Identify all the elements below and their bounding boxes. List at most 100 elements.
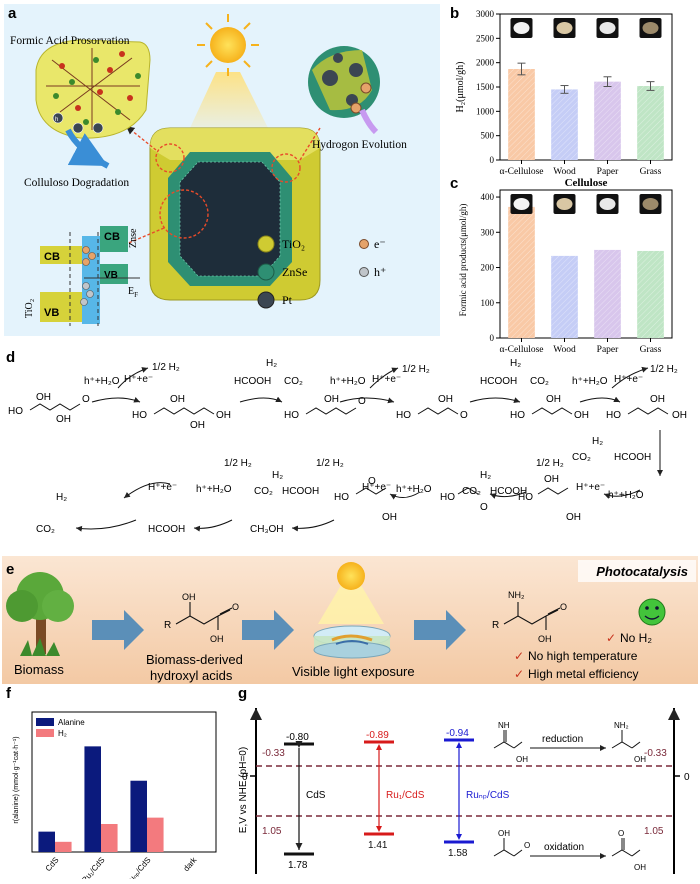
band-cb-right: CB xyxy=(104,231,120,243)
chart-b-xlabel: Cellulose xyxy=(565,177,608,189)
svg-text:H₂: H₂ xyxy=(510,358,521,369)
svg-text:H⁺+e⁻: H⁺+e⁻ xyxy=(614,374,643,385)
chart-f-legend-label: H₂ xyxy=(58,729,67,738)
svg-text:OH: OH xyxy=(538,634,552,644)
fermi-label: EF xyxy=(128,286,138,299)
svg-text:oxidation: oxidation xyxy=(544,842,584,853)
chart-f-category-label: Ruₙₚ/CdS xyxy=(123,856,152,879)
light-beam xyxy=(190,72,268,128)
svg-text:HO: HO xyxy=(334,492,349,503)
svg-text:1.41: 1.41 xyxy=(368,840,388,851)
chart-f-legend-label: Alanine xyxy=(58,718,85,727)
chart-c-sample-photo xyxy=(553,194,576,214)
svg-text:OH: OH xyxy=(190,420,205,431)
chart-c-bar-hatch xyxy=(637,250,664,338)
svg-text:-0.33: -0.33 xyxy=(644,748,667,759)
chart-c-category-label: Wood xyxy=(553,345,576,355)
tree-icon xyxy=(6,572,74,656)
svg-text:h⁺+H₂O: h⁺+H₂O xyxy=(196,484,232,495)
g-zero-right: 0 xyxy=(684,772,690,783)
chart-c-category-label: α-Cellulose xyxy=(499,345,543,355)
svg-text:h⁺+H₂O: h⁺+H₂O xyxy=(572,376,608,387)
svg-text:CH₃OH: CH₃OH xyxy=(250,524,284,535)
svg-text:HO: HO xyxy=(396,410,411,421)
svg-text:HO: HO xyxy=(132,410,147,421)
svg-text:CdS: CdS xyxy=(306,790,326,801)
svg-text:HCOOH: HCOOH xyxy=(234,376,271,387)
znse-side-label: Znse xyxy=(128,228,139,248)
svg-text:CO₂: CO₂ xyxy=(254,486,273,497)
svg-text:H⁺+e⁻: H⁺+e⁻ xyxy=(372,374,401,385)
zoom-circle-bottom xyxy=(159,189,209,239)
chart-c-tick-label: 400 xyxy=(481,192,495,202)
chart-f-category-label: Ru₁/CdS xyxy=(80,856,107,879)
svg-text:1.58: 1.58 xyxy=(448,848,468,859)
panel-g: g E,V vs NHE (pH=0) 0 0 -0.33 -0.33 1.05… xyxy=(238,685,690,874)
chart-b-tick-label: 500 xyxy=(481,131,495,141)
svg-text:O: O xyxy=(524,841,530,850)
svg-text:R: R xyxy=(492,620,499,631)
banner-box xyxy=(578,560,696,582)
process-arrows xyxy=(92,610,466,650)
degradation-arrow xyxy=(65,128,110,169)
svg-text:OH: OH xyxy=(36,392,51,403)
chart-f-category-label: CdS xyxy=(44,856,61,874)
svg-text:O: O xyxy=(368,476,376,487)
svg-text:HO: HO xyxy=(518,492,533,503)
svg-text:Ru₁/CdS: Ru₁/CdS xyxy=(386,790,425,801)
svg-text:CO₂: CO₂ xyxy=(36,524,55,535)
chart-f-legend-swatch xyxy=(36,718,54,726)
svg-text:-0.94: -0.94 xyxy=(446,728,469,739)
formic-acid-blob: h xyxy=(35,39,151,139)
chart-f-frame xyxy=(31,711,217,853)
svg-text:O: O xyxy=(480,502,488,513)
check-text-2: No high temperature xyxy=(528,649,638,663)
svg-text:H₂: H₂ xyxy=(592,436,603,447)
svg-text:OH: OH xyxy=(210,634,224,644)
tio2-znse-cube xyxy=(149,127,321,301)
chart-c-tick-label: 100 xyxy=(481,298,495,308)
pt-sphere xyxy=(308,46,380,118)
chart-b-bar-hatch xyxy=(637,86,664,160)
chart-b-tick-label: 2500 xyxy=(476,33,495,43)
svg-text:OH: OH xyxy=(546,394,561,405)
chart-f-label: f xyxy=(6,685,12,702)
band-cb-left: CB xyxy=(44,251,60,263)
tio2-side-label: TiO₂ xyxy=(24,299,35,318)
svg-text:OH: OH xyxy=(574,410,589,421)
svg-text:HCOOH: HCOOH xyxy=(490,486,527,497)
svg-text:HO: HO xyxy=(606,410,621,421)
svg-text:-0.33: -0.33 xyxy=(262,748,285,759)
chart-b-category-label: Paper xyxy=(597,167,619,177)
biomass-label: Biomass xyxy=(14,662,64,677)
svg-text:NH₂: NH₂ xyxy=(508,590,525,600)
check-icon: ✓ xyxy=(606,631,616,645)
svg-text:OH: OH xyxy=(516,755,528,764)
chart-b-sample-photo xyxy=(510,18,533,38)
check-text-3: High metal efficiency xyxy=(528,667,639,681)
svg-text:HO: HO xyxy=(510,410,525,421)
svg-text:H⁺+e⁻: H⁺+e⁻ xyxy=(124,374,153,385)
svg-text:H₂: H₂ xyxy=(272,470,283,481)
svg-text:NH: NH xyxy=(498,721,510,730)
band-diagram xyxy=(40,226,140,326)
svg-text:H₂: H₂ xyxy=(56,492,67,503)
chart-b-bar-hatch xyxy=(551,89,578,160)
zoom-circle-right xyxy=(271,153,301,183)
legend-pt: Pt xyxy=(282,293,293,307)
band-vb-left: VB xyxy=(44,307,59,319)
svg-text:O: O xyxy=(82,394,90,405)
chart-b-sample-photo xyxy=(639,18,662,38)
sun-icon xyxy=(197,14,259,76)
legend-znse: ZnSe xyxy=(282,265,307,279)
svg-text:HCOOH: HCOOH xyxy=(282,486,319,497)
svg-text:Ruₙₚ/CdS: Ruₙₚ/CdS xyxy=(466,790,510,801)
visible-light-label: Visible light exposure xyxy=(292,664,415,679)
svg-text:1/2 H₂: 1/2 H₂ xyxy=(152,362,180,373)
svg-text:CO₂: CO₂ xyxy=(530,376,549,387)
chart-c-category-label: Paper xyxy=(597,345,619,355)
chart-f-ylabel: r(alanine) (mmol·g⁻¹cat·h⁻¹) xyxy=(13,736,20,823)
legend-tio2: TiO₂ xyxy=(282,237,305,251)
panel-e-label: e xyxy=(6,561,14,578)
